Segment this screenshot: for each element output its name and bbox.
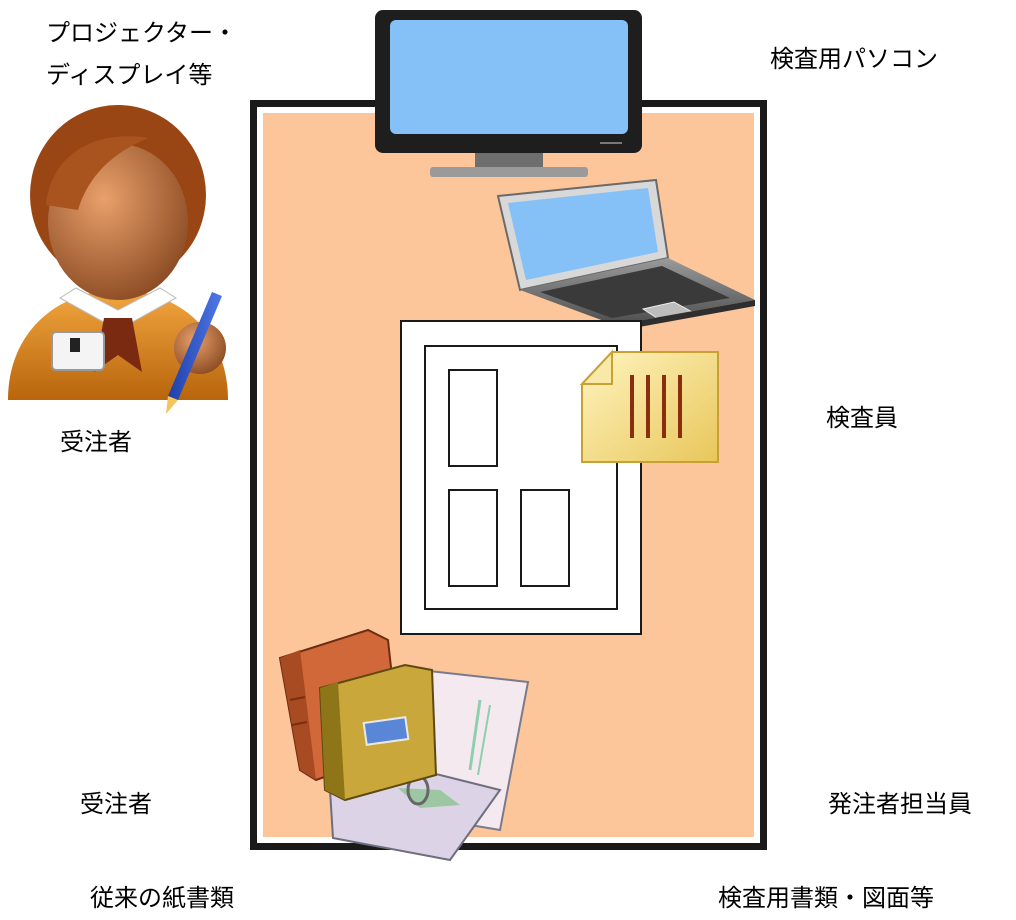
person-label-bottom-right: 発注者担当員 [828,790,972,818]
callout-projector-line1: プロジェクター・ [46,19,238,47]
callout-inspection-docs-label: 検査用書類・図面等 [718,884,934,912]
callout-paper-docs-label: 従来の紙書類 [90,884,234,912]
callout-pc-label: 検査用パソコン [770,45,938,73]
display-monitor-icon [375,10,642,177]
laptop-icon [496,178,755,331]
callout-projector-line2: ディスプレイ等 [46,61,213,89]
contractor-woman-icon [8,105,228,414]
person-label-top-right: 検査員 [826,404,898,432]
person-label-top-left: 受注者 [60,428,132,456]
paper-books-icon [278,628,530,862]
person-label-bottom-left: 受注者 [80,790,152,818]
folder-file-icon [579,349,719,463]
